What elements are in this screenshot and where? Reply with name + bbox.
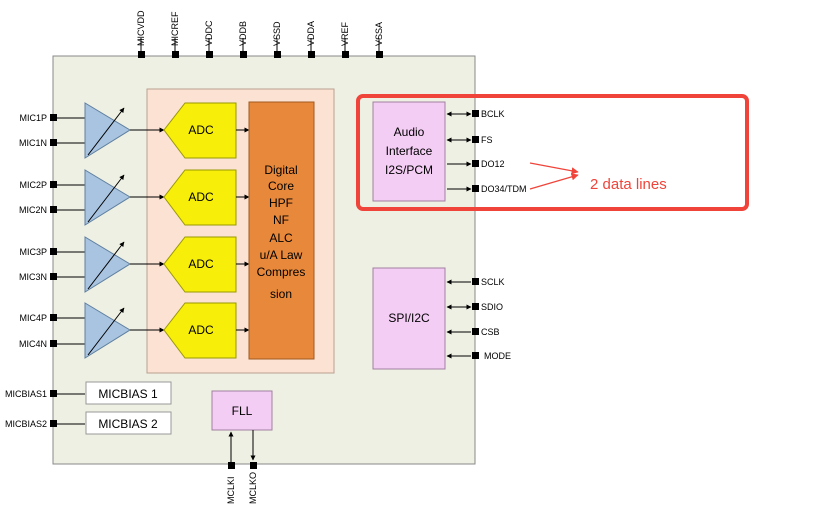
- adc-blocks: ADC ADC ADC ADC: [163, 102, 237, 359]
- top-pin: VREF: [340, 21, 350, 58]
- left-pin-label: MICBIAS1: [5, 389, 47, 399]
- spi-pin-label: CSB: [481, 327, 500, 337]
- left-pin-label: MIC2N: [19, 205, 47, 215]
- left-pin-label: MIC2P: [19, 180, 47, 190]
- fll-block: FLL: [211, 390, 273, 431]
- amplifiers: [84, 102, 131, 359]
- amplifier: [84, 302, 131, 359]
- digital-core-line: NF: [273, 213, 289, 227]
- micbias-label: MICBIAS 2: [98, 417, 158, 431]
- spi-pin-label: MODE: [484, 351, 511, 361]
- fll-label: FLL: [232, 404, 253, 418]
- top-pin: VSSD: [272, 21, 282, 58]
- top-pin-label: VREF: [340, 21, 350, 46]
- spi-pins: SCLK SDIO CSB MODE: [446, 277, 511, 361]
- top-pin: VSSA: [374, 22, 384, 58]
- adc-block: ADC: [163, 169, 237, 226]
- left-pin-label: MIC3N: [19, 272, 47, 282]
- top-pin-label: VSSD: [272, 21, 282, 46]
- left-pin-label: MIC4P: [19, 313, 47, 323]
- adc-label: ADC: [188, 190, 214, 204]
- digital-core-line: sion: [270, 287, 292, 301]
- audio-interface-line: Audio: [394, 125, 425, 139]
- bottom-pin-label: MCLKI: [226, 476, 236, 504]
- annotation-text: 2 data lines: [590, 176, 667, 193]
- top-pin-label: VDDA: [306, 21, 316, 46]
- adc-label: ADC: [188, 257, 214, 271]
- audio-interface-line: Interface: [386, 144, 433, 158]
- left-pin-label: MIC1P: [19, 113, 47, 123]
- top-pin-label: VDDB: [238, 21, 248, 46]
- audio-pin-label: DO34/TDM: [481, 184, 527, 194]
- adc-block: ADC: [163, 302, 237, 359]
- digital-core-line: ALC: [269, 231, 293, 245]
- digital-core: Digital Core HPF NF ALC u/A Law Compres …: [248, 101, 315, 360]
- spi-pin-label: SDIO: [481, 302, 503, 312]
- spi-pin-label: SCLK: [481, 277, 505, 287]
- top-pin: VDDB: [238, 21, 248, 58]
- top-pins: MICVDD MICREF VDDC VDDB VSSD VDDA VREF: [136, 10, 384, 58]
- top-pin-label: VDDC: [204, 20, 214, 46]
- top-pin: VDDC: [204, 20, 214, 58]
- left-pin-label: MICBIAS2: [5, 419, 47, 429]
- adc-block: ADC: [163, 236, 237, 293]
- amplifier: [84, 102, 131, 159]
- amp-to-adc-arrows: [130, 127, 165, 333]
- left-pin-label: MIC4N: [19, 339, 47, 349]
- top-pin-label: MICVDD: [136, 10, 146, 46]
- micbias-label: MICBIAS 1: [98, 387, 158, 401]
- audio-interface-block: Audio Interface I2S/PCM: [372, 101, 446, 202]
- highlight-annotation: 2 data lines: [356, 94, 749, 211]
- amplifier: [84, 236, 131, 293]
- digital-core-line: u/A Law: [260, 248, 303, 262]
- top-pin: MICREF: [170, 11, 180, 58]
- left-pins: MIC1P MIC1N MIC2P MIC2N MIC3P MIC3N MIC4…: [5, 113, 85, 429]
- left-pin-label: MIC3P: [19, 247, 47, 257]
- top-pin: VDDA: [306, 21, 316, 58]
- left-pin-label: MIC1N: [19, 138, 47, 148]
- top-pin-label: MICREF: [170, 11, 180, 46]
- bottom-pins: MCLKI MCLKO: [226, 430, 258, 504]
- spi-i2c-block: SPI/I2C: [372, 267, 446, 370]
- top-pin: MICVDD: [136, 10, 146, 58]
- bottom-pin-label: MCLKO: [248, 472, 258, 504]
- adc-label: ADC: [188, 323, 214, 337]
- audio-pins: BCLK FS DO12 DO34/TDM: [446, 109, 527, 194]
- amplifier: [84, 169, 131, 226]
- audio-pin-label: BCLK: [481, 109, 505, 119]
- adc-to-core-arrows: [236, 127, 250, 333]
- highlight-box: [356, 94, 749, 211]
- audio-pin-label: DO12: [481, 159, 505, 169]
- audio-interface-line: I2S/PCM: [385, 163, 433, 177]
- micbias-blocks: MICBIAS 1 MICBIAS 2: [85, 381, 172, 435]
- spi-i2c-label: SPI/I2C: [388, 311, 430, 325]
- digital-core-line: HPF: [269, 196, 293, 210]
- digital-core-line: Core: [268, 179, 294, 193]
- digital-core-line: Digital: [264, 163, 297, 177]
- audio-pin-label: FS: [481, 135, 493, 145]
- digital-core-line: Compres: [257, 265, 306, 279]
- adc-label: ADC: [188, 123, 214, 137]
- top-pin-label: VSSA: [374, 22, 384, 46]
- adc-block: ADC: [163, 102, 237, 159]
